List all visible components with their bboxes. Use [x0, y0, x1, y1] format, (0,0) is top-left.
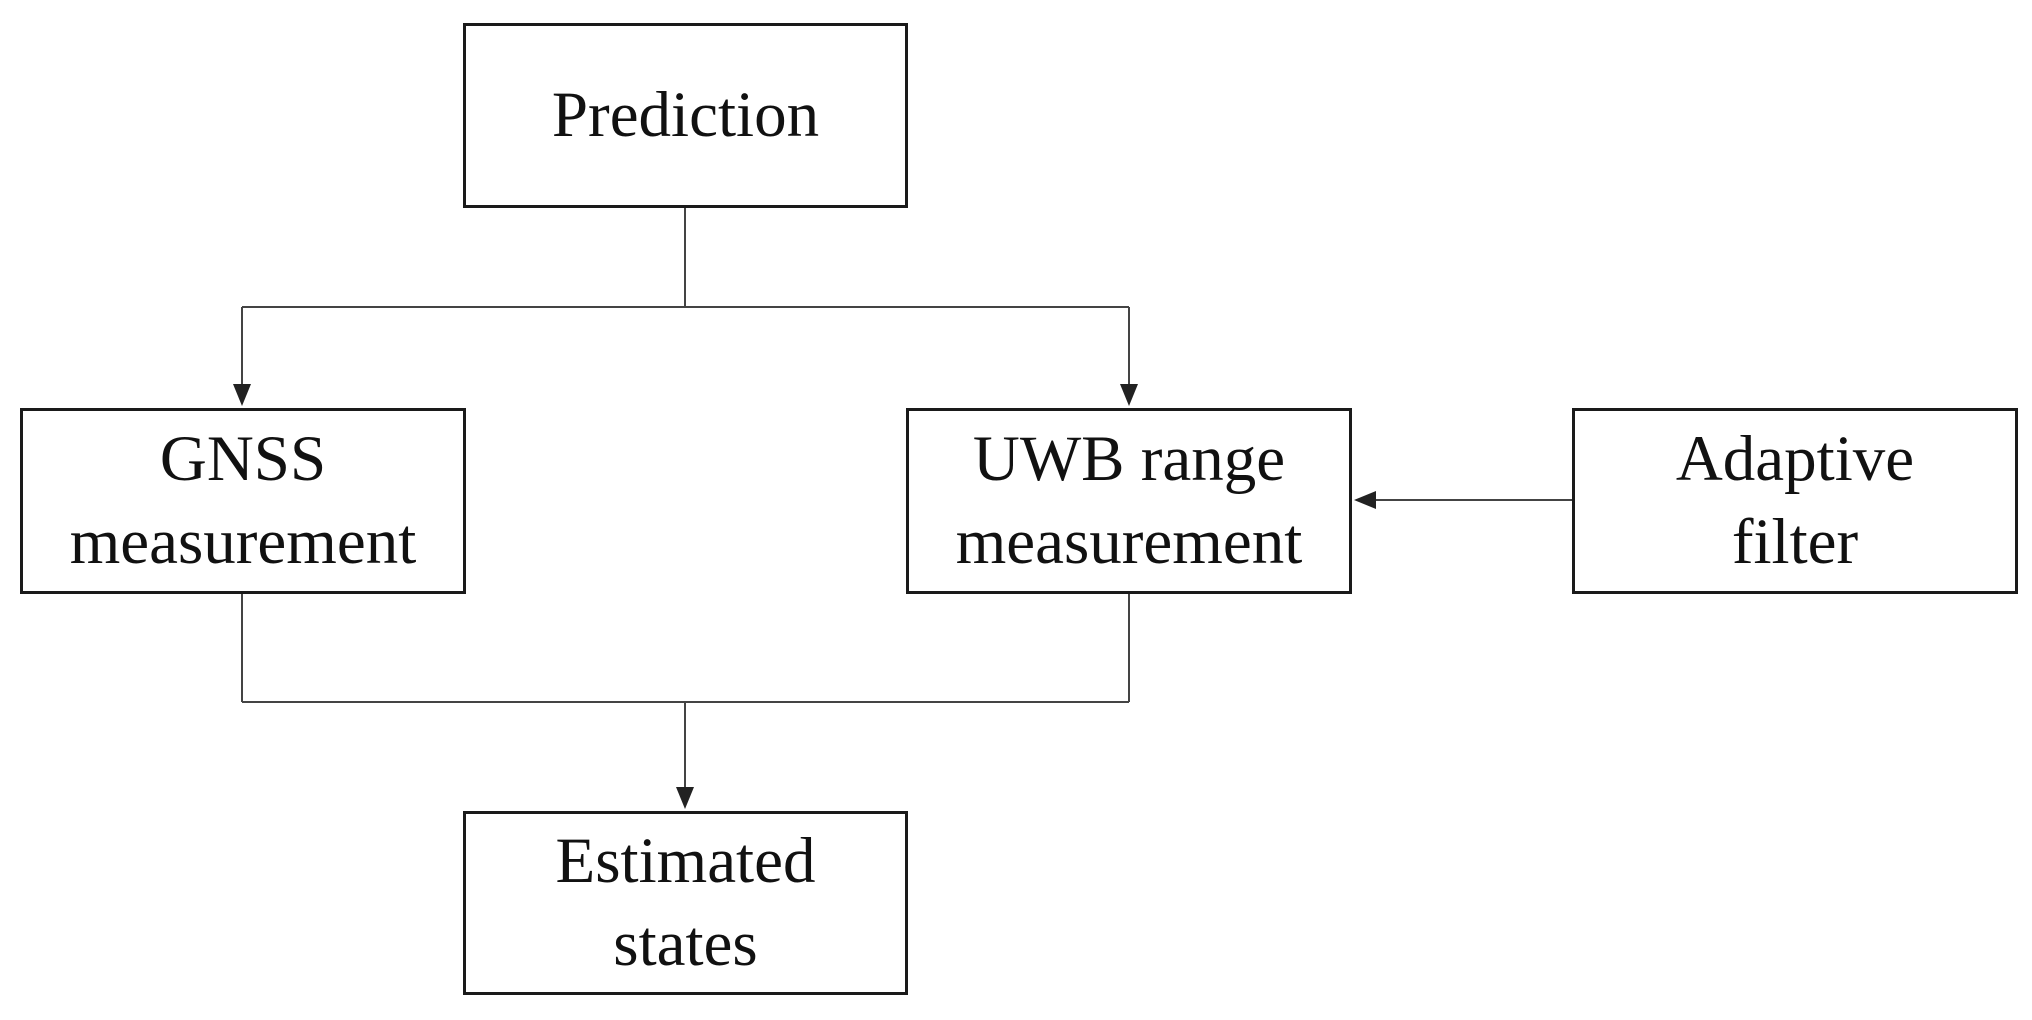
uwb-range-measurement-box: UWB range measurement: [906, 408, 1352, 594]
arrowhead-gnss: [233, 384, 251, 406]
prediction-box: Prediction: [463, 23, 908, 208]
gnss-label-line1: GNSS: [159, 423, 327, 495]
adaptive-label-line2: filter: [1731, 506, 1859, 578]
estimated-label-line2: states: [613, 908, 758, 980]
arrowhead-estimated: [676, 787, 694, 809]
adaptive-filter-box: Adaptive filter: [1572, 408, 2018, 594]
uwb-label-line1: UWB range: [972, 423, 1286, 495]
gnss-label-line2: measurement: [69, 506, 417, 578]
estimated-states-box: Estimated states: [463, 811, 908, 995]
prediction-label: Prediction: [551, 79, 820, 151]
estimated-label-line1: Estimated: [555, 825, 816, 897]
arrowhead-uwb-side: [1354, 491, 1376, 509]
arrowhead-uwb-top: [1120, 384, 1138, 406]
adaptive-label-line1: Adaptive: [1675, 423, 1915, 495]
uwb-label-line2: measurement: [955, 506, 1303, 578]
gnss-measurement-box: GNSS measurement: [20, 408, 466, 594]
